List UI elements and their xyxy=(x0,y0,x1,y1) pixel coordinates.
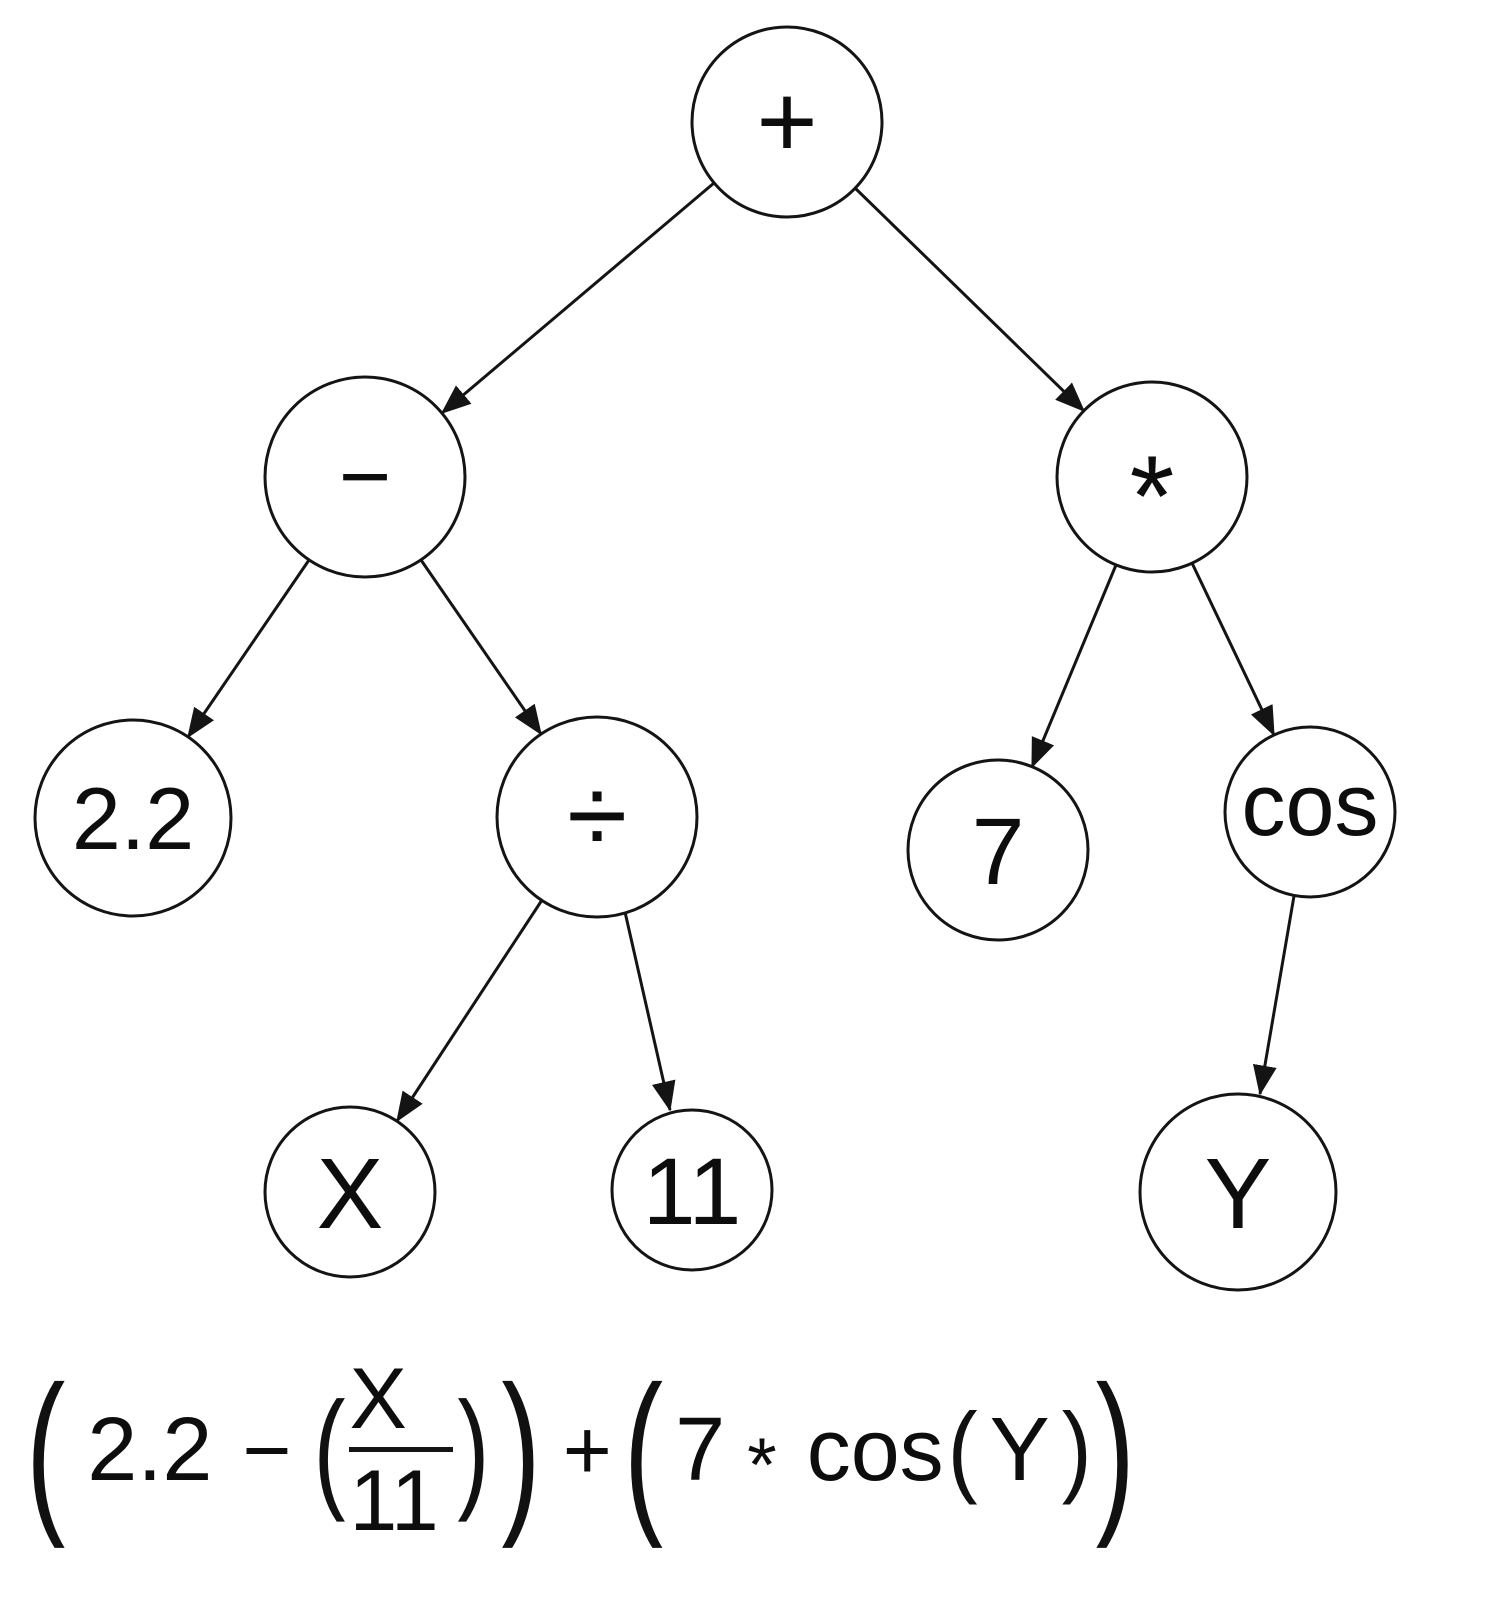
node-circle xyxy=(1055,380,1249,574)
node-circle xyxy=(495,715,699,919)
fraction-x-over-11: X 11 xyxy=(349,1351,454,1549)
tree-nodes: + − * 2.2 ÷ 7 xyxy=(33,25,1397,1292)
tree-node-divide: ÷ xyxy=(495,715,699,919)
node-circle xyxy=(610,1108,774,1272)
close-paren-outer-right: ) xyxy=(1095,1349,1135,1551)
node-circle xyxy=(906,758,1090,942)
fraction-denominator: 11 xyxy=(349,1453,439,1549)
node-circle xyxy=(33,718,233,918)
fraction-bar xyxy=(349,1447,454,1452)
open-paren-outer-right: ( xyxy=(623,1349,664,1551)
fraction-numerator: X xyxy=(349,1351,407,1447)
edge-cos-y xyxy=(1252,895,1296,1096)
star-operator: * xyxy=(747,1423,777,1508)
open-paren-outer-left: ( xyxy=(26,1349,66,1551)
tree-node-7: 7 xyxy=(906,758,1090,942)
operand-y: Y xyxy=(989,1400,1050,1500)
close-paren-cos-arg: ) xyxy=(1061,1394,1092,1506)
tree-edges xyxy=(186,181,1296,1123)
cos-function: cos xyxy=(806,1400,944,1499)
tree-node-times: * xyxy=(1055,380,1249,574)
operand-2.2: 2.2 xyxy=(87,1400,213,1500)
edge-minus-divide xyxy=(419,559,543,736)
node-circle xyxy=(1223,725,1397,899)
node-label: 7 xyxy=(972,799,1025,905)
node-label: 2.2 xyxy=(72,769,194,868)
node-label: + xyxy=(756,63,817,180)
tree-node-minus: − xyxy=(263,375,467,579)
node-circle xyxy=(690,25,884,219)
node-circle xyxy=(263,375,467,579)
node-label: 11 xyxy=(643,1139,742,1245)
edge-plus-minus xyxy=(440,181,715,415)
operand-7: 7 xyxy=(675,1400,726,1500)
edge-divide-x xyxy=(395,899,544,1123)
tree-node-x: X xyxy=(263,1105,437,1279)
edge-plus-times xyxy=(853,186,1086,413)
plus-operator: + xyxy=(562,1403,612,1497)
tree-node-y: Y xyxy=(1138,1092,1338,1292)
tree-node-plus: + xyxy=(690,25,884,219)
node-circle xyxy=(1138,1092,1338,1292)
open-paren-inner: ( xyxy=(313,1375,346,1524)
node-label: X xyxy=(317,1138,384,1250)
tree-node-11: 11 xyxy=(610,1108,774,1272)
edge-times-cos xyxy=(1190,562,1276,737)
edge-divide-11 xyxy=(623,911,676,1112)
node-label: Y xyxy=(1205,1138,1272,1250)
tree-node-cos: cos xyxy=(1223,725,1397,899)
node-label: ÷ xyxy=(567,754,627,877)
node-label: * xyxy=(1130,433,1175,561)
close-paren-inner: ) xyxy=(457,1375,490,1524)
expression-formula: ( 2.2 − ( X 11 ) ) + ( 7 * cos ( Y ) ) xyxy=(0,1300,1508,1600)
node-label: cos xyxy=(1242,755,1379,854)
open-paren-cos-arg: ( xyxy=(947,1394,978,1506)
tree-diagram: + − * 2.2 ÷ 7 xyxy=(33,25,1397,1292)
minus-operator: − xyxy=(242,1403,292,1497)
edge-minus-2.2 xyxy=(186,559,311,739)
node-label: − xyxy=(339,427,392,527)
close-paren-outer-left: ) xyxy=(501,1349,541,1551)
node-circle xyxy=(263,1105,437,1279)
edge-times-7 xyxy=(1030,564,1118,769)
tree-node-2.2: 2.2 xyxy=(33,718,233,918)
